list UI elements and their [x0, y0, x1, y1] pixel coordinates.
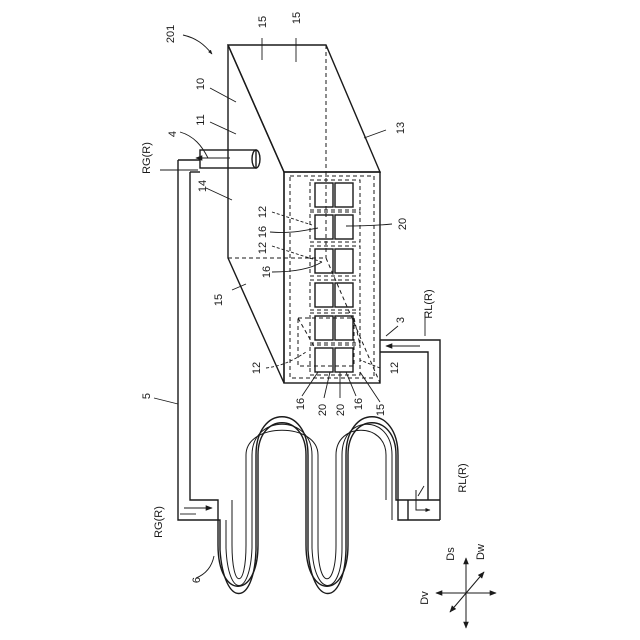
label-15-bottom: 15 — [375, 404, 387, 416]
label-12-second: 12 — [257, 242, 269, 254]
label-dw: Dw — [475, 544, 487, 560]
condenser-coil-6 — [212, 417, 440, 594]
label-20-right: 20 — [397, 218, 409, 230]
label-3: 3 — [395, 317, 407, 323]
label-ds: Ds — [445, 547, 457, 561]
label-5: 5 — [141, 393, 153, 399]
label-13: 13 — [395, 122, 407, 134]
label-16-first: 16 — [257, 226, 269, 238]
label-12-third: 12 — [251, 362, 263, 374]
label-20-bottom-left: 20 — [317, 404, 329, 416]
label-11: 11 — [195, 114, 207, 125]
label-10: 10 — [195, 78, 207, 90]
label-15-top-left: 15 — [257, 16, 269, 28]
reference-labels: 201 15 15 10 11 13 4 RG(R) 14 12 16 12 2… — [141, 12, 487, 605]
label-201: 201 — [165, 25, 177, 43]
label-16-third: 16 — [295, 398, 307, 410]
label-12-fourth: 12 — [389, 362, 401, 374]
label-rg-top: RG(R) — [141, 142, 153, 174]
label-rl-bottom: RL(R) — [457, 463, 469, 492]
label-6: 6 — [191, 577, 203, 583]
label-4: 4 — [167, 131, 179, 137]
outlet-pipe-4 — [200, 150, 260, 168]
cell-row-6 — [310, 345, 360, 375]
label-16-second: 16 — [261, 266, 273, 278]
pipe-5 — [178, 160, 212, 520]
cell-row-4 — [310, 280, 360, 310]
cell-row-2 — [310, 212, 360, 242]
label-rl-top: RL(R) — [423, 289, 435, 318]
direction-indicator — [436, 558, 496, 628]
label-rg-bottom: RG(R) — [153, 506, 165, 538]
cell-stack — [290, 176, 374, 378]
label-20-bottom-right: 20 — [335, 404, 347, 416]
label-12-first: 12 — [257, 206, 269, 218]
label-16-fourth: 16 — [353, 398, 365, 410]
label-dv: Dv — [419, 591, 431, 605]
label-15-top-right: 15 — [291, 12, 303, 24]
label-15-left-side: 15 — [213, 294, 225, 306]
flow-arrows — [184, 158, 430, 510]
cell-row-1 — [310, 180, 360, 210]
label-14: 14 — [197, 180, 209, 192]
